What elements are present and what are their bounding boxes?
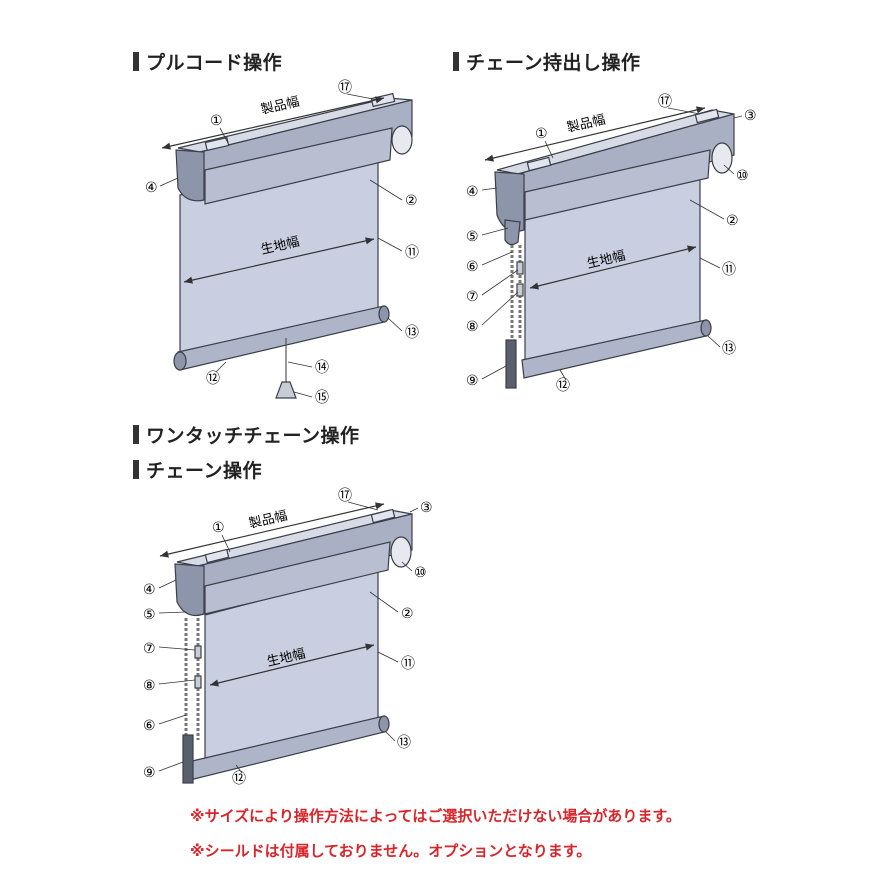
callout-9: ⑨	[143, 765, 156, 781]
callout-12: ⑫	[556, 378, 570, 394]
section-title-onetouch: ワンタッチチェーン操作	[133, 421, 360, 448]
callout-11: ⑪	[401, 656, 415, 672]
callout-17: ⑰	[338, 80, 352, 96]
callout-17: ⑰	[338, 488, 352, 504]
section-title-text: ワンタッチチェーン操作	[146, 425, 360, 447]
diagram-chain	[159, 502, 413, 784]
callout-4: ④	[145, 180, 158, 196]
section-title-pullcord: プルコード操作	[133, 48, 282, 75]
callout-4: ④	[466, 184, 479, 200]
section-title-text: チェーン操作	[146, 460, 263, 482]
callout-8: ⑧	[143, 678, 156, 694]
callout-6: ⑥	[143, 718, 156, 734]
section-title-chain-out: チェーン持出し操作	[453, 48, 641, 75]
callout-4: ④	[143, 582, 156, 598]
callout-1: ①	[210, 113, 223, 129]
callout-13: ⑬	[397, 735, 411, 751]
end-cap-right	[390, 536, 412, 568]
diagram-chain-callouts: ① ⑰ ③ ⑩ ④ ⑤ ② ⑦ ⑪ ⑧ ⑥ ⑬ ⑨ ⑫	[143, 488, 433, 787]
fabric-width-dimension	[183, 237, 375, 284]
callout-15: ⑮	[315, 390, 329, 406]
headrail-shield	[524, 149, 711, 221]
chain-stopper	[516, 283, 524, 297]
title-bar-marker	[133, 460, 139, 479]
callout-1: ①	[535, 126, 548, 142]
pull-knob	[275, 381, 297, 399]
callout-12: ⑫	[206, 371, 220, 387]
diagram-chain-out-callouts: ① ⑰ ③ ⑩ ④ ② ⑤ ⑥ ⑪ ⑦ ⑧ ⑬ ⑨ ⑫	[466, 94, 757, 394]
callout-3: ③	[744, 108, 757, 124]
callout-2: ②	[405, 193, 418, 209]
fabric-width-dimension	[529, 245, 697, 290]
note-size-restriction: ※サイズにより操作方法によってはご選択いただけない場合があります。	[190, 807, 681, 825]
title-bar-marker	[133, 52, 139, 71]
chain-weight	[182, 734, 194, 784]
title-bar-marker	[453, 52, 459, 71]
chain-unit	[504, 219, 521, 246]
chain-stopper	[194, 675, 202, 689]
chain-stopper	[194, 645, 202, 659]
diagram-chain-out	[484, 106, 735, 389]
callout-11: ⑪	[405, 245, 419, 261]
title-bar-marker	[133, 425, 139, 444]
callout-3: ③	[420, 500, 433, 516]
callout-9: ⑨	[466, 373, 479, 389]
end-cap-right	[711, 142, 733, 174]
note-shield-option: ※シールドは付属しておりません。オプションとなります。	[190, 842, 592, 860]
product-width-dimension	[159, 502, 385, 558]
callout-6: ⑥	[466, 259, 479, 275]
callout-17: ⑰	[658, 94, 672, 110]
callout-5: ⑤	[466, 229, 479, 245]
dim-label-product-width: 製品幅	[260, 95, 301, 118]
callout-10: ⑩	[736, 168, 749, 184]
chain-leader-lines	[158, 501, 419, 774]
section-title-text: チェーン持出し操作	[466, 52, 641, 74]
chain-stopper	[516, 261, 524, 275]
product-width-dimension	[484, 106, 706, 162]
callout-2: ②	[726, 213, 739, 229]
callout-5: ⑤	[143, 607, 156, 623]
section-title-chain: チェーン操作	[133, 456, 262, 483]
dim-label-product-width: 製品幅	[248, 509, 289, 532]
diagram-pullcord	[161, 92, 413, 399]
section-title-text: プルコード操作	[146, 52, 283, 74]
product-width-dimension	[161, 96, 385, 150]
end-cap-left	[175, 149, 205, 202]
callout-2: ②	[401, 606, 414, 622]
callout-7: ⑦	[466, 289, 479, 305]
callout-11: ⑪	[722, 262, 736, 278]
chain-out-leader-lines	[481, 107, 743, 381]
end-cap-right	[391, 125, 413, 155]
callout-7: ⑦	[143, 641, 156, 657]
callout-10: ⑩	[414, 565, 427, 581]
end-cap-left	[174, 563, 205, 617]
callout-8: ⑧	[466, 319, 479, 335]
callout-12: ⑫	[232, 771, 246, 787]
diagram-pullcord-callouts: ① ⑰ ④ ② ⑪ ⑬ ⑫ ⑭ ⑮	[145, 80, 419, 406]
callout-1: ①	[212, 520, 225, 536]
pullcord-leader-lines	[159, 93, 403, 398]
callout-13: ⑬	[405, 325, 419, 341]
fabric-width-dimension	[209, 643, 375, 687]
callout-13: ⑬	[722, 341, 736, 357]
callout-14: ⑭	[315, 360, 329, 376]
chain-weight	[505, 339, 517, 389]
